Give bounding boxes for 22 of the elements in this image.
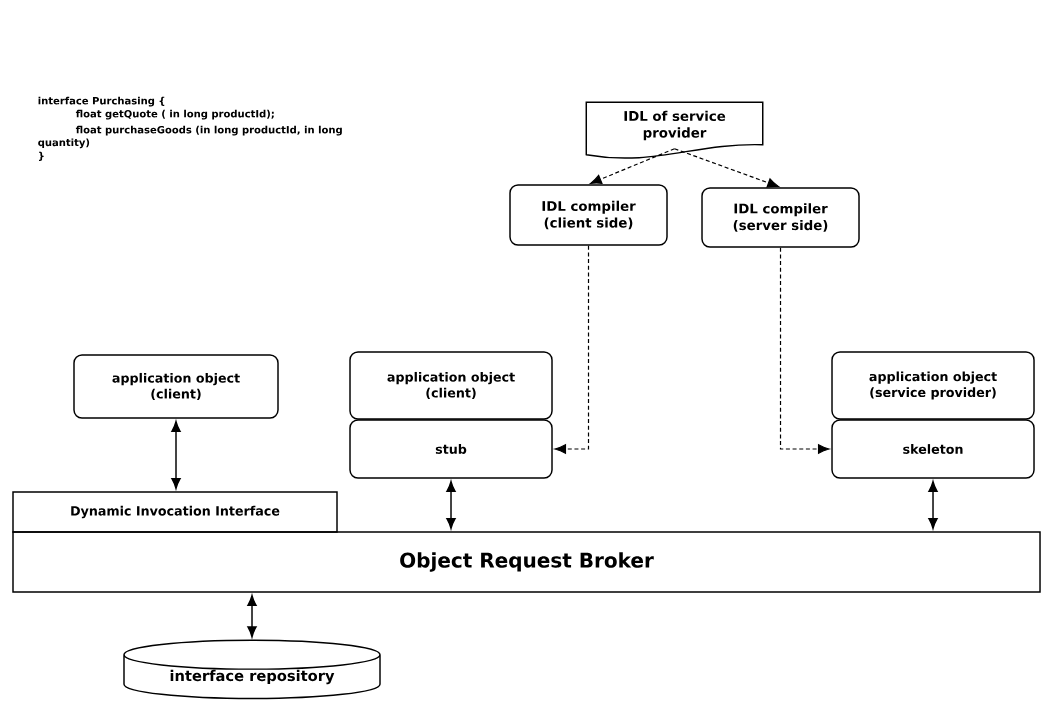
arrow xyxy=(554,245,590,454)
arrow xyxy=(779,247,830,454)
component-box: IDL compiler (client side) xyxy=(509,184,668,246)
arrow xyxy=(171,420,181,490)
code-line: interface Purchasing { xyxy=(38,96,165,107)
component-box: skeleton xyxy=(831,419,1035,479)
arrow xyxy=(590,148,676,184)
component-box: application object (service provider) xyxy=(831,351,1035,420)
arrow xyxy=(928,480,938,530)
component-box: stub xyxy=(349,419,553,479)
code-line: } xyxy=(39,151,44,161)
component-box: IDL compiler (server side) xyxy=(701,187,860,248)
component-box: application object (client) xyxy=(349,351,553,420)
layer-bar: Dynamic Invocation Interface xyxy=(12,491,338,533)
arrow xyxy=(446,480,456,530)
repository-cylinder: interface repository xyxy=(123,639,381,700)
arrow xyxy=(247,594,257,638)
code-line: float getQuote ( in long productId); xyxy=(75,109,274,120)
layer-bar: Object Request Broker xyxy=(12,531,1041,593)
arrow xyxy=(673,148,779,188)
component-box: application object (client) xyxy=(73,354,279,419)
code-line: float purchaseGoods (in long productId, in long quantity) xyxy=(38,125,342,149)
